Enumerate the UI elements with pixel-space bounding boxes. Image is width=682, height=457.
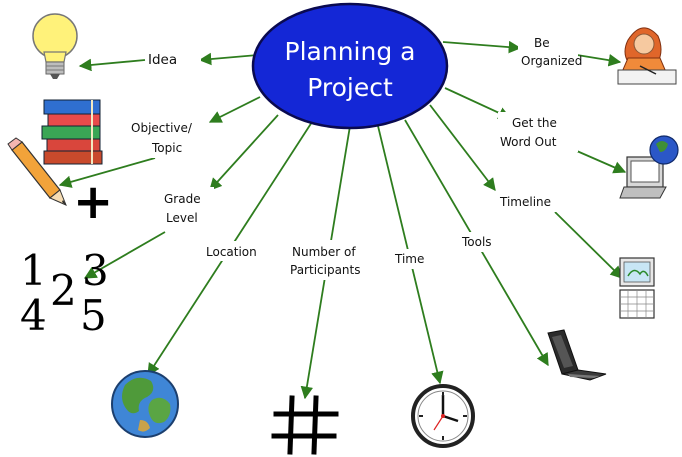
clock-icon [411,384,475,448]
center-ellipse [251,2,449,130]
number-3: 3 [82,246,109,295]
line-objective [208,96,261,123]
numbers-icon: 1 2 3 4 5 [20,246,109,340]
lightbulb-icon [32,13,78,79]
number-5: 5 [80,291,107,340]
line-be-organized [442,40,522,54]
label-participants-1: Number of [292,245,356,259]
bg-timeline [497,190,561,212]
label-idea: Idea [148,52,177,68]
bg-grade-level [160,187,214,229]
bg-tools [459,232,499,252]
computer-globe-icon [619,135,679,199]
label-timeline: Timeline [499,195,551,209]
books-icon [41,99,103,165]
number-1: 1 [20,246,47,295]
label-grade-level-2: Level [166,211,198,225]
calendar-icon [619,257,655,319]
label-word-out-1: Get the [512,116,557,130]
pencil-icon [7,137,67,206]
line-idea [198,52,259,66]
label-be-organized-1: Be [534,36,550,50]
hash-icon [271,395,339,455]
label-time: Time [394,252,424,266]
plus-icon: + [73,174,113,230]
bg-word-out [498,112,578,152]
label-objective-1: Objective/ [131,121,193,135]
center-node: Planning a Project [251,2,449,130]
center-title-line1: Planning a [285,37,416,66]
label-backgrounds [128,34,578,280]
line-grade-level [209,114,279,191]
label-location: Location [206,245,257,259]
line-timeline [429,104,496,192]
label-tools: Tools [461,235,492,249]
laptop-icon [547,329,607,381]
label-grade-level-1: Grade [164,192,201,206]
bg-time [392,249,430,269]
arrow-idea [78,58,146,72]
label-word-out-2: Word Out [500,135,557,149]
bg-objective [128,116,206,158]
label-participants-2: Participants [290,263,361,277]
globe-icon [111,370,179,438]
bg-location [203,241,265,261]
center-title-line2: Project [307,73,393,102]
bg-participants [288,240,366,280]
arrow-timeline [554,211,623,279]
number-2: 2 [50,266,77,315]
number-4: 4 [20,291,47,340]
arrow-be-organized [576,53,622,67]
label-objective-2: Topic [151,141,182,155]
bg-be-organized [518,34,578,72]
arrow-word-out [569,147,627,174]
bg-idea [146,50,201,68]
arrow-grade-level [83,231,166,279]
arrow-objective [58,157,156,188]
organized-person-icon [617,27,677,85]
label-be-organized-2: Organized [521,54,582,68]
